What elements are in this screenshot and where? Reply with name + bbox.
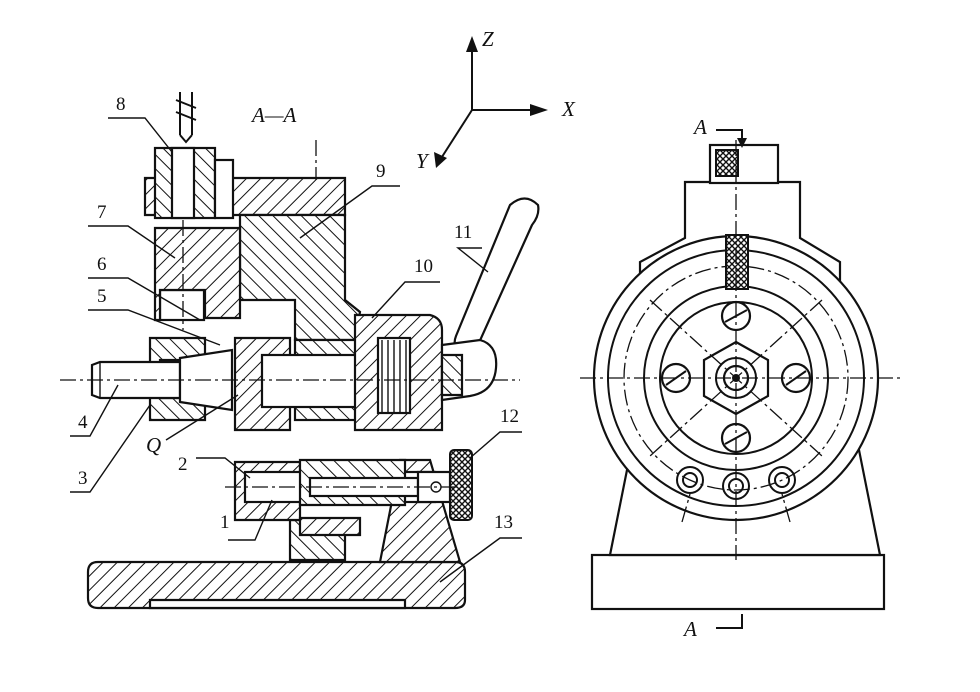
part-label-8: 8 xyxy=(116,94,126,115)
part-label-7: 7 xyxy=(97,202,107,223)
part-label-13: 13 xyxy=(494,512,513,533)
part-label-6: 6 xyxy=(97,254,107,275)
axis-y-label: Y xyxy=(416,149,430,173)
axis-triad: Z X Y xyxy=(416,27,576,173)
end-view: A A xyxy=(580,115,900,641)
part-label-11: 11 xyxy=(454,222,472,243)
section-mark-top: A xyxy=(692,115,707,139)
plunger-knob xyxy=(449,449,473,521)
part-label-10: 10 xyxy=(414,256,433,277)
part-callouts: 8 7 6 5 4 3 Q 2 1 9 10 11 12 13 xyxy=(70,94,522,583)
index-hole-left xyxy=(676,466,704,494)
part-label-4: 4 xyxy=(78,412,88,433)
part-label-12: 12 xyxy=(500,406,519,427)
section-title: A—A xyxy=(250,103,297,127)
base-plate xyxy=(86,560,467,610)
section-mark-bottom: A xyxy=(682,617,697,641)
part-label-9: 9 xyxy=(376,161,386,182)
axis-x-label: X xyxy=(561,97,576,121)
part-label-5: 5 xyxy=(97,286,107,307)
part-label-2: 2 xyxy=(178,454,188,475)
section-view xyxy=(60,92,540,610)
axis-z-label: Z xyxy=(482,27,494,51)
point-q-label: Q xyxy=(146,433,161,457)
part-label-1: 1 xyxy=(220,512,230,533)
part-label-3: 3 xyxy=(78,468,88,489)
end-view-base xyxy=(590,553,886,611)
index-hole-right xyxy=(768,466,796,494)
